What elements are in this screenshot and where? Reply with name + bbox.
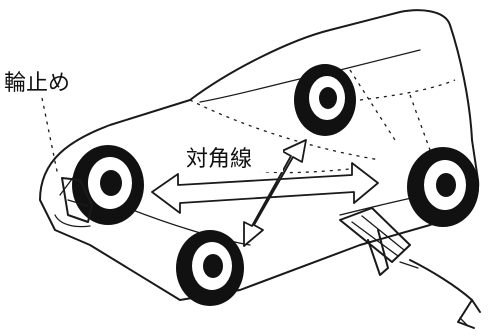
rear-right-wheel — [407, 147, 479, 227]
front-right-wheel — [176, 230, 244, 306]
wheel-chock — [61, 177, 93, 223]
wheel-chock-label: 輪止め — [4, 71, 70, 96]
diagonal-arrow — [243, 139, 307, 247]
horizontal-arrow — [151, 162, 379, 214]
diagonal-label: 対角線 — [186, 147, 252, 172]
chock-label-bg — [0, 63, 102, 97]
front-left-wheel — [72, 145, 144, 225]
diagonal-label-bg — [183, 140, 283, 172]
chock-leader-line — [41, 97, 59, 177]
floor-jack — [339, 207, 481, 329]
rear-left-wheel — [294, 64, 356, 136]
